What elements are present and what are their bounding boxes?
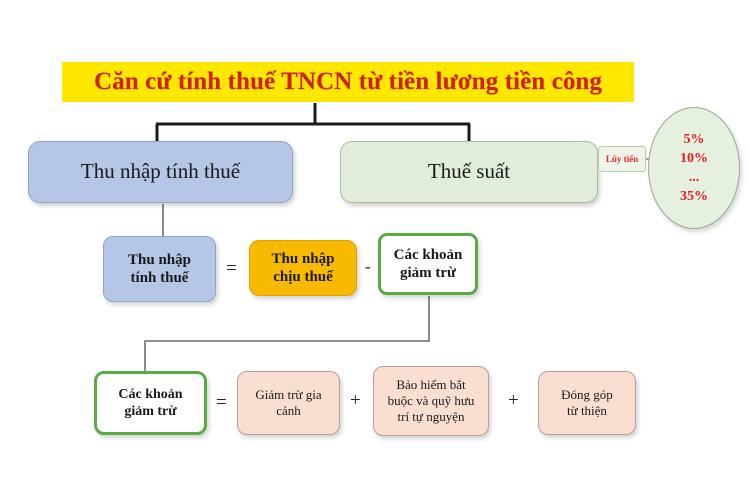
node-eq1-result: Thu nhập tính thuế [103, 236, 216, 302]
eq2-term1-line1: Giảm trừ gia [255, 387, 322, 403]
node-dong-gop-tu-thien: Đóng góp từ thiện [538, 371, 636, 435]
node-thu-nhap-chiu-thue: Thu nhập chịu thuế [249, 240, 357, 296]
node-bao-hiem-bat-buoc: Bảo hiểm bắt buộc và quỹ hưu trí tự nguy… [373, 366, 489, 436]
node-tax-rate-oval: 5% 10% ... 35% [648, 107, 740, 229]
operator-equals-eq2: = [216, 392, 227, 413]
eq2-term2-line3: trí tự nguyện [397, 408, 465, 424]
eq2-term1-line2: cảnh [276, 403, 301, 418]
eq2-term2-line1: Bảo hiểm bắt [396, 377, 466, 393]
page-title: Căn cứ tính thuế TNCN từ tiền lương tiền… [62, 62, 634, 102]
operator-plus-eq2-1: + [350, 390, 361, 411]
operator-equals-eq1: = [226, 258, 237, 279]
node-eq2-result: Các khoản giảm trừ [94, 371, 207, 435]
eq1-result-line2: tính thuế [130, 270, 189, 286]
rate-value-4: 35% [680, 188, 708, 204]
eq1-result-line1: Thu nhập [128, 251, 191, 268]
eq2-result-line1: Các khoản [118, 386, 183, 402]
rate-value-2: 10% [680, 150, 708, 166]
eq1-term2-line1: Các khoản [393, 246, 463, 263]
eq2-term2-line2: buộc và quỹ hưu [387, 393, 475, 409]
node-giam-tru-gia-canh: Giảm trừ gia cảnh [237, 371, 340, 435]
eq2-term3-line2: từ thiện [567, 403, 607, 418]
eq2-result-line2: giảm trừ [124, 404, 177, 419]
eq1-term2-line2: giảm trừ [399, 265, 457, 281]
eq1-term1-line1: Thu nhập [271, 250, 335, 267]
rate-value-ellipsis: ... [688, 169, 700, 185]
connector-eq1-to-eq2 [144, 296, 430, 371]
rate-value-1: 5% [683, 131, 705, 147]
operator-minus-eq1: - [365, 257, 371, 276]
eq1-term1-line2: chịu thuế [273, 269, 333, 285]
operator-plus-eq2-2: + [508, 390, 519, 411]
node-thue-suat: Thuế suất [340, 141, 598, 203]
node-eq1-term2-giam-tru: Các khoản giảm trừ [378, 233, 478, 295]
eq2-term3-line1: Đóng góp [561, 387, 613, 403]
label-luy-tien: Lũy tiến [598, 146, 646, 172]
node-thu-nhap-tinh-thue: Thu nhập tính thuế [28, 141, 293, 203]
